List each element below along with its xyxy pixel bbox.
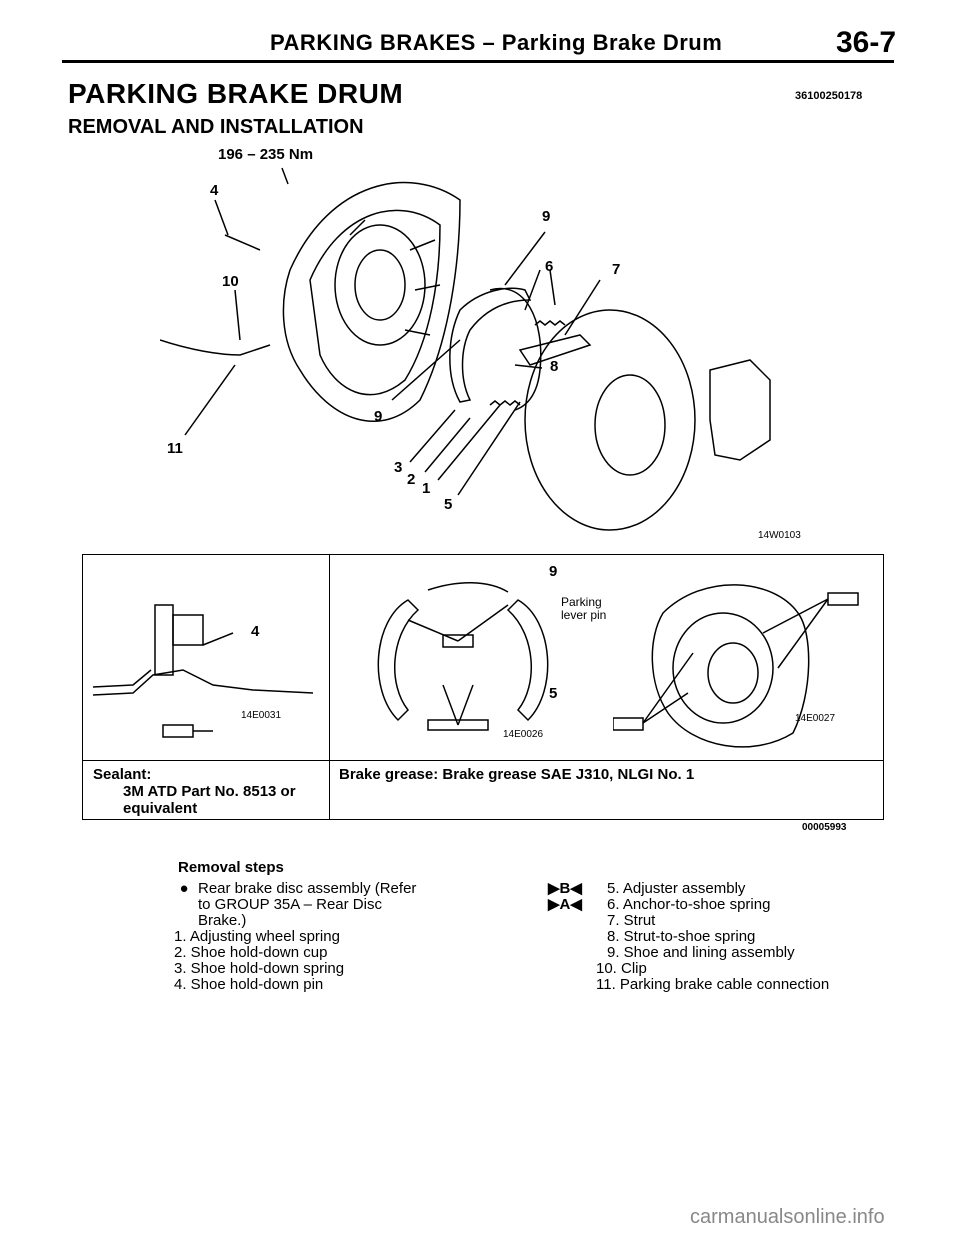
list-item: 1. Adjusting wheel spring (174, 928, 340, 945)
list-item: 8. Strut-to-shoe spring (607, 928, 756, 945)
callout-3: 3 (394, 459, 403, 476)
table-id: 00005993 (802, 822, 847, 833)
grease-backing-plate-illustration (613, 584, 859, 748)
list-item: 9. Shoe and lining assembly (607, 944, 795, 961)
sealant-label: Sealant: (93, 766, 152, 783)
section-subtitle: REMOVAL AND INSTALLATION (68, 116, 364, 138)
list-item: 5. Adjuster assembly (607, 880, 746, 897)
list-item: 3. Shoe hold-down spring (174, 960, 345, 977)
list-item: 2. Shoe hold-down cup (174, 944, 328, 961)
bullet-icon: ● (179, 880, 189, 897)
removal-steps-right: 5. Adjuster assembly 6. Anchor-to-shoe s… (596, 881, 829, 993)
callout-11: 11 (167, 440, 183, 457)
callout-7: 7 (612, 261, 621, 278)
detail-callout-4: 4 (251, 623, 260, 640)
list-item: 4. Shoe hold-down pin (174, 976, 324, 993)
mark-a: ▶A◀ (548, 896, 582, 913)
figure-id: 14W0103 (758, 530, 801, 541)
callout-4: 4 (210, 182, 219, 199)
callout-9-top: 9 (542, 208, 551, 225)
callout-6: 6 (545, 258, 554, 275)
parking-lever-pin-label-1: Parking (561, 595, 602, 609)
callout-1: 1 (422, 480, 431, 497)
sealant-detail-illustration (93, 604, 313, 738)
table-divider-vertical (329, 555, 330, 819)
list-item: 7. Strut (607, 912, 656, 929)
callout-9-bottom: 9 (374, 408, 383, 425)
exploded-view-illustration (160, 167, 771, 531)
list-item: 6. Anchor-to-shoe spring (607, 896, 771, 913)
doc-number: 36100250178 (795, 90, 863, 102)
detail-fig3-id: 14E0027 (795, 713, 836, 724)
callout-5: 5 (444, 496, 453, 513)
list-item: ●Rear brake disc assembly (Refer (170, 881, 416, 897)
callout-8: 8 (550, 358, 559, 375)
callout-10: 10 (222, 273, 239, 290)
torque-label: 196 – 235 Nm (218, 146, 314, 163)
list-item: 11. Parking brake cable connection (596, 976, 830, 993)
removal-steps-left: ●Rear brake disc assembly (Refer to GROU… (170, 881, 416, 993)
watermark: carmanualsonline.info (690, 1206, 885, 1228)
list-item: to GROUP 35A – Rear Disc (198, 896, 382, 913)
list-item: 10. Clip (596, 960, 647, 977)
header-rule (62, 60, 894, 63)
detail-fig1-id: 14E0031 (241, 710, 282, 721)
running-header: PARKING BRAKES – Parking Brake Drum (270, 30, 723, 55)
section-title: PARKING BRAKE DRUM (68, 78, 404, 109)
sealant-spec: 3M ATD Part No. 8513 or (123, 783, 296, 800)
table-divider-horizontal (83, 760, 883, 761)
grease-shoe-illustration (377, 582, 549, 731)
detail-table: 4 14E0031 9 Parking lever pin 5 14E0026 (82, 554, 884, 820)
removal-steps-title: Removal steps (178, 859, 284, 876)
detail-callout-5: 5 (549, 685, 558, 702)
page-number: 36-7 (836, 26, 897, 59)
list-item: Brake.) (198, 912, 247, 929)
callout-2: 2 (407, 471, 416, 488)
detail-callout-9: 9 (549, 563, 558, 580)
mark-b: ▶B◀ (548, 880, 582, 897)
grease-spec: Brake grease: Brake grease SAE J310, NLG… (339, 766, 695, 783)
detail-fig2-id: 14E0026 (503, 729, 544, 740)
sealant-spec-2: equivalent (123, 800, 198, 817)
parking-lever-pin-label-2: lever pin (561, 608, 607, 622)
